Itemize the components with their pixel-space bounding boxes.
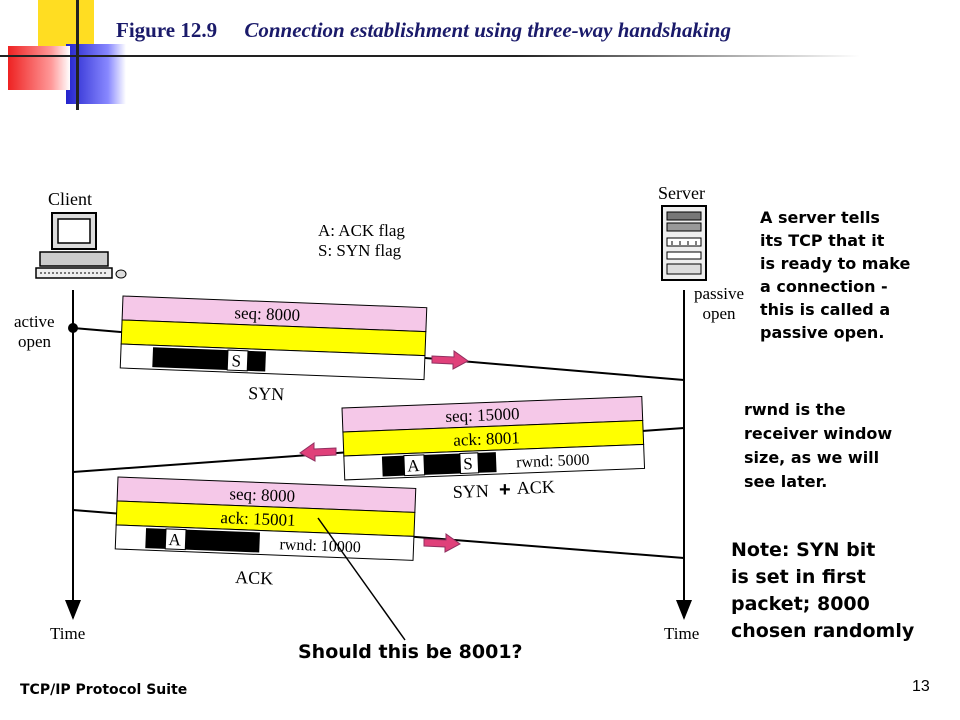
synack-label-syn: SYN [452,481,489,502]
ack-segment-box [114,476,417,561]
server-label: Server [658,183,705,203]
deco-red-square [8,46,70,90]
syn-flag-s: S [231,351,241,370]
syn-seq-label: seq: 8000 [234,303,300,325]
synack-flag-a: A [407,456,421,475]
syn-segment-box [119,295,428,381]
figure-number: Figure 12.9 [116,18,218,42]
synack-ack-label: ack: 8001 [453,428,520,450]
client-time-label: Time [50,624,86,643]
page-title: Figure 12.9 Connection establishment usi… [116,18,731,43]
active-open-line1: active [14,312,55,331]
ack-direction-arrow [423,533,461,553]
ack-rwnd-label: rwnd: 10000 [279,536,361,556]
legend-ack-flag: A: ACK flag [318,221,405,240]
server-time-label: Time [664,624,700,643]
ack-segment-label: ACK [235,567,274,588]
legend-syn-flag: S: SYN flag [318,241,402,260]
ack-ack-label: ack: 15001 [220,508,296,530]
rwnd-note-line: see later. [744,472,828,491]
rwnd-note: rwnd is the receiver window size, as we … [744,398,892,494]
passive-open-line1: passive [694,284,745,303]
passive-note-line: is ready to make [760,254,911,273]
passive-note-line: A server tells [760,208,880,227]
passive-open-note: A server tells its TCP that it is ready … [760,206,910,344]
page-number: 13 [912,678,930,695]
syn-bit-note-line: chosen randomly [731,620,915,642]
synack-rwnd-label: rwnd: 5000 [516,452,590,472]
question-pointer-line [317,517,406,641]
question-note: Should this be 8001? [298,641,523,663]
syn-bit-note-line: packet; 8000 [731,593,870,615]
synack-segment-box [341,395,646,481]
rwnd-note-line: rwnd is the [744,400,846,419]
synack-label-ack: ACK [516,477,555,498]
footer-suite-label: TCP/IP Protocol Suite [20,682,188,698]
figure-caption: Connection establishment using three-way… [244,18,731,42]
passive-note-line: a connection - [760,277,888,296]
active-open-label: active open [14,312,55,352]
passive-note-line: passive open. [760,323,885,342]
syn-bit-note-line: is set in first [731,566,866,588]
active-open-line2: open [18,332,52,351]
passive-open-label: passive open [694,284,744,324]
passive-open-line2: open [702,304,736,323]
flag-legend: A: ACK flag S: SYN flag [318,221,405,261]
rwnd-note-line: size, as we will [744,448,880,467]
synack-flag-s: S [463,454,473,473]
synack-seq-label: seq: 15000 [445,404,520,426]
syn-bit-note: Note: SYN bit is set in first packet; 80… [731,537,914,645]
passive-note-line: its TCP that it [760,231,885,250]
rwnd-note-line: receiver window [744,424,893,443]
ack-seq-label: seq: 8000 [229,484,295,506]
syn-segment-label: SYN [248,383,285,404]
ack-flag-a: A [168,530,182,549]
synack-plus-sign: + [499,479,511,501]
synack-direction-arrow [299,442,337,462]
passive-note-line: this is called a [760,300,891,319]
corner-decoration [0,0,860,110]
client-label: Client [48,189,92,209]
deco-horizontal-line [0,55,860,57]
syn-direction-arrow [431,350,469,370]
server-icon [661,205,707,281]
client-computer-icon [35,212,127,279]
syn-bit-note-line: Note: SYN bit [731,539,876,561]
